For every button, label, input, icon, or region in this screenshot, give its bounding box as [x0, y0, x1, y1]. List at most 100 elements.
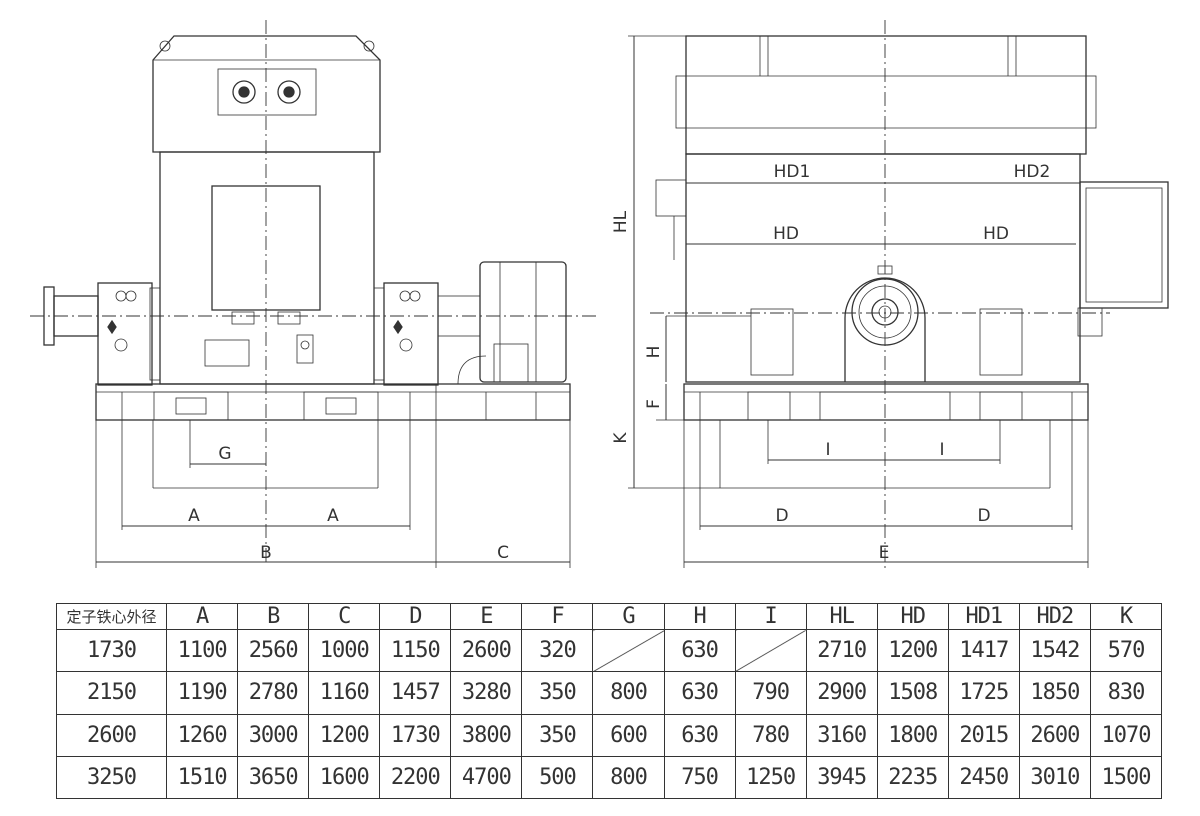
table-cell-not-applicable [592, 628, 665, 673]
terminal-bolt-icon [232, 80, 256, 104]
dim-label-d-right: D [977, 506, 990, 526]
table-cell: 1725 [947, 671, 1020, 715]
table-cell: 3280 [450, 671, 523, 715]
table-cell: 1500 [1089, 755, 1163, 800]
motor-outline-drawing: G A A B C [30, 20, 1169, 568]
table-cell: 1150 [379, 628, 452, 673]
coupling-unit [479, 261, 567, 383]
col-header-hd1: HD1 [947, 603, 1020, 630]
table-header-row: 定子铁心外径 A B C D E F G H I HL HD HD1 HD2 K [55, 603, 1163, 630]
table-cell: 1730 [55, 628, 168, 673]
table-cell: 780 [734, 713, 807, 757]
col-header-h: H [663, 603, 736, 630]
table-cell: 1200 [876, 628, 949, 673]
table-cell: 3800 [450, 713, 523, 757]
table-cell: 630 [663, 628, 736, 673]
table-cell: 1800 [876, 713, 949, 757]
table-cell: 2560 [237, 628, 310, 673]
col-header-a: A [166, 603, 239, 630]
dim-label-hd2: HD2 [1014, 162, 1051, 182]
table-cell: 3945 [805, 755, 878, 800]
table-cell: 630 [663, 713, 736, 757]
table-cell: 830 [1089, 671, 1163, 715]
table-cell: 1457 [379, 671, 452, 715]
col-header-c: C [308, 603, 381, 630]
table-cell: 800 [592, 671, 665, 715]
table-cell: 1508 [876, 671, 949, 715]
table-cell: 1510 [166, 755, 239, 800]
bearing-left [97, 282, 153, 386]
table-cell: 1160 [308, 671, 381, 715]
dim-label-i-right: I [939, 440, 944, 460]
table-cell: 350 [521, 671, 594, 715]
motor-body [159, 151, 375, 385]
table-cell: 1070 [1089, 713, 1163, 757]
table-cell: 1850 [1018, 671, 1091, 715]
table-cell: 320 [521, 628, 594, 673]
table-cell: 1417 [947, 628, 1020, 673]
dim-label-b: B [260, 543, 272, 563]
table-cell: 2600 [55, 713, 168, 757]
table-cell: 2150 [55, 671, 168, 715]
table-row: 2600 1260 3000 1200 1730 3800 350 600 63… [55, 713, 1163, 757]
shaft-end-housing [844, 277, 926, 382]
col-header-e: E [450, 603, 523, 630]
dim-label-hl: HL [611, 210, 631, 233]
table-cell: 2235 [876, 755, 949, 800]
col-header-stator-diameter: 定子铁心外径 [55, 603, 168, 630]
base-frame [95, 383, 571, 421]
table-cell: 4700 [450, 755, 523, 800]
table-cell: 1190 [166, 671, 239, 715]
table-cell: 1542 [1018, 628, 1091, 673]
table-cell: 1600 [308, 755, 381, 800]
table-cell: 600 [592, 713, 665, 757]
col-header-hl: HL [805, 603, 878, 630]
table-cell: 1200 [308, 713, 381, 757]
col-header-hd2: HD2 [1018, 603, 1091, 630]
table-cell: 3650 [237, 755, 310, 800]
table-cell: 1000 [308, 628, 381, 673]
table-cell: 800 [592, 755, 665, 800]
table-cell: 2600 [450, 628, 523, 673]
dim-label-hd-left: HD [773, 224, 799, 244]
table-cell: 2900 [805, 671, 878, 715]
side-base-frame [683, 383, 1089, 421]
table-cell: 1730 [379, 713, 452, 757]
dim-label-i-left: I [825, 440, 830, 460]
col-header-i: I [734, 603, 807, 630]
table-cell: 2780 [237, 671, 310, 715]
table-cell: 3010 [1018, 755, 1091, 800]
table-cell: 630 [663, 671, 736, 715]
table-cell: 1100 [166, 628, 239, 673]
col-header-k: K [1089, 603, 1163, 630]
col-header-f: F [521, 603, 594, 630]
side-motor-body [685, 153, 1081, 383]
table-cell: 3250 [55, 755, 168, 800]
dim-label-hd1: HD1 [774, 162, 811, 182]
table-cell: 500 [521, 755, 594, 800]
side-view: HD1 HD2 HD HD HL H F K I I D D E [611, 20, 1169, 568]
dim-label-hd-right: HD [983, 224, 1009, 244]
table-cell-not-applicable [734, 628, 807, 673]
table-row: 3250 1510 3650 1600 2200 4700 500 800 75… [55, 755, 1163, 800]
table-cell: 2200 [379, 755, 452, 800]
table-row: 2150 1190 2780 1160 1457 3280 350 800 63… [55, 671, 1163, 715]
side-top-housing [685, 35, 1087, 155]
dim-label-k: K [611, 432, 631, 444]
table-cell: 2600 [1018, 713, 1091, 757]
terminal-box [211, 185, 321, 311]
dim-label-h: H [644, 346, 664, 359]
table-cell: 1250 [734, 755, 807, 800]
table-cell: 2450 [947, 755, 1020, 800]
table-cell: 1260 [166, 713, 239, 757]
table-row: 1730 1100 2560 1000 1150 2600 320 630 27… [55, 628, 1163, 673]
dim-label-g: G [218, 444, 231, 464]
top-housing [152, 35, 381, 153]
dim-label-c: C [497, 543, 509, 563]
table-cell: 350 [521, 713, 594, 757]
dim-label-d-left: D [775, 506, 788, 526]
table-cell: 2710 [805, 628, 878, 673]
terminal-bolt-icon [277, 80, 301, 104]
dim-label-a-left: A [188, 506, 200, 526]
dim-label-f: F [644, 399, 664, 409]
